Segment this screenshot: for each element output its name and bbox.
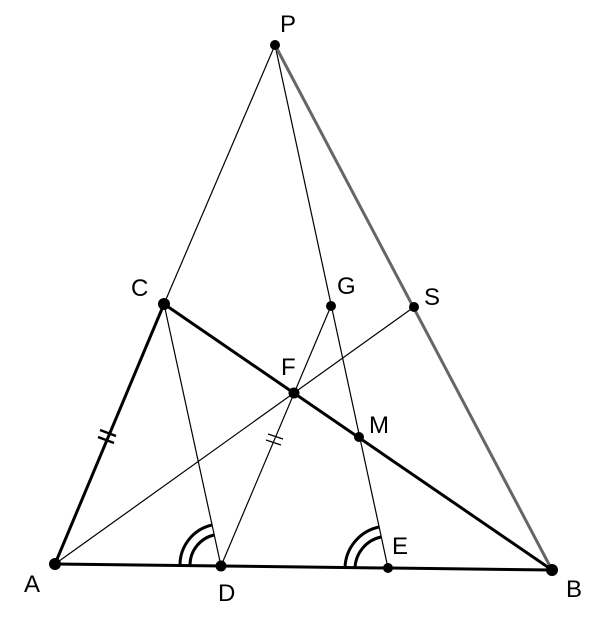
label-A: A bbox=[24, 571, 40, 598]
angle-marks bbox=[178, 523, 382, 569]
point-A bbox=[49, 558, 61, 570]
point-M bbox=[354, 432, 364, 442]
point-B bbox=[546, 564, 558, 576]
segment-PC bbox=[163, 44, 276, 305]
tick-mark-AC bbox=[97, 428, 117, 445]
point-S bbox=[409, 302, 419, 312]
angle-arc-E-inner bbox=[353, 535, 382, 569]
segment-CD bbox=[163, 303, 222, 567]
equal-length-marks bbox=[97, 428, 284, 446]
thin-lines bbox=[54, 44, 415, 569]
label-E: E bbox=[392, 533, 408, 560]
label-C: C bbox=[131, 275, 148, 302]
tick-mark-DF bbox=[265, 433, 284, 446]
points bbox=[49, 40, 558, 576]
angle-arc-D-inner bbox=[188, 533, 215, 566]
segment-AB bbox=[54, 562, 553, 572]
point-E bbox=[383, 563, 393, 573]
label-D: D bbox=[218, 580, 235, 607]
segment-DG bbox=[220, 305, 332, 567]
point-C bbox=[158, 298, 170, 310]
segment-AS bbox=[54, 306, 415, 565]
angle-arc-E-outer bbox=[343, 525, 380, 569]
label-B: B bbox=[566, 576, 582, 603]
point-F bbox=[288, 387, 300, 399]
triangle-ABC bbox=[53, 302, 553, 572]
label-S: S bbox=[424, 284, 440, 311]
label-G: G bbox=[337, 273, 356, 300]
label-M: M bbox=[369, 412, 389, 439]
point-D bbox=[215, 560, 227, 572]
label-P: P bbox=[280, 11, 296, 38]
point-P bbox=[270, 40, 280, 50]
angle-arc-D-outer bbox=[178, 523, 213, 566]
point-G bbox=[326, 301, 336, 311]
label-F: F bbox=[281, 354, 296, 381]
